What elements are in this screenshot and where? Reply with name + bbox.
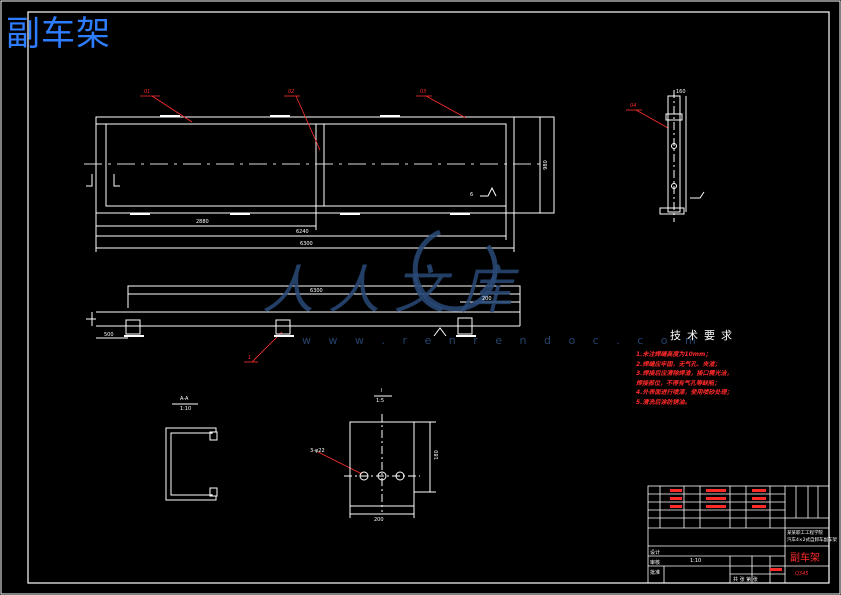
title-block-frame — [647, 485, 830, 584]
plate-h-label: 180 — [433, 450, 440, 460]
title-block-material: Q345 — [795, 571, 809, 577]
channel-lip-bottom — [209, 487, 218, 497]
weld-label: 6 — [470, 192, 474, 198]
bracket — [275, 319, 291, 335]
callout-1: 1 — [248, 355, 252, 361]
inner-border — [27, 11, 830, 584]
side-plate-bottom — [659, 207, 685, 215]
watermark-url: w w w . r e n r e n d o c . c o m — [302, 334, 703, 347]
leader-03 — [425, 95, 467, 119]
view-i-scale: 1:5 — [376, 398, 385, 404]
main-frame-outer — [95, 116, 515, 214]
tech-req-list: 1.未注焊缝高度为10mm； 2.焊缝应牢固，无气孔、夹渣； 3.焊接后应清除焊… — [636, 350, 816, 408]
tech-req-title: 技术要求 — [670, 329, 738, 342]
dim-total-label: 6300 — [300, 241, 313, 247]
title-block-approve: 批准 — [650, 570, 661, 576]
front-weld — [433, 327, 447, 337]
title-block-designer: 设计 — [650, 550, 661, 556]
section-mark-left — [86, 174, 93, 187]
callout-04: 04 — [630, 103, 637, 109]
tech-req-item: 焊接部位，不得有气孔等缺陷； — [636, 379, 721, 387]
dim-bottom-start-label: 500 — [104, 332, 114, 338]
bracket — [457, 317, 473, 335]
top-view — [84, 115, 555, 252]
plate-w-label: 200 — [374, 517, 384, 523]
leader-02 — [295, 95, 321, 151]
title-block-checker: 审核 — [650, 560, 661, 566]
title-block-part-name: 副车架 — [790, 553, 820, 564]
view-i-label: I — [381, 388, 383, 394]
title-block-sheet: 共 张 第 张 — [733, 577, 758, 583]
front-top-edge — [127, 285, 521, 326]
callout-01: 01 — [144, 89, 151, 95]
leader-01 — [151, 95, 193, 123]
leader-holes — [317, 451, 363, 475]
section-mark-right — [113, 174, 120, 187]
watermark-text: 人人文库 — [262, 261, 527, 321]
side-view — [659, 90, 705, 222]
front-view — [86, 285, 521, 339]
tech-req-item: 2.焊缝应牢固，无气孔、夹渣； — [636, 360, 721, 368]
title-block-scale: 1:10 — [690, 558, 702, 564]
leader-lines — [140, 95, 669, 475]
callout-03: 03 — [420, 89, 427, 95]
bolt-hole — [359, 471, 369, 481]
dim-width-label: 980 — [542, 160, 549, 170]
dim-inner-label: 6240 — [296, 229, 309, 235]
main-frame-inner — [105, 123, 507, 207]
tech-req-item: 1.未注焊缝高度为10mm； — [636, 351, 712, 358]
weld-symbol — [480, 186, 497, 197]
title-block-red-cells — [670, 489, 782, 571]
section-aa-label: A-A — [180, 396, 189, 402]
bolt-hole — [395, 471, 405, 481]
tech-req-item: 3.焊接后应清除焊渣，接口需光洁， — [636, 370, 733, 378]
side-weld — [690, 191, 705, 199]
section-aa-view — [165, 403, 218, 501]
drawing-title: 副车架 — [6, 14, 111, 54]
dim-bottom-label: 6300 — [310, 288, 323, 294]
side-dim-label: 160 — [676, 89, 686, 95]
channel-outer — [165, 427, 217, 501]
channel-lip-top — [209, 431, 218, 441]
title-block — [647, 485, 830, 584]
section-aa-scale: 1:10 — [180, 406, 192, 412]
title-block-project: 汽车4×2式自卸车副车架 — [787, 538, 837, 543]
watermark-logo — [412, 229, 498, 312]
channel-inner — [170, 432, 213, 496]
side-hole — [671, 143, 677, 149]
tech-req-item: 5.清洗后涂防锈油。 — [636, 398, 691, 406]
watermark-ring — [412, 229, 498, 312]
title-block-company: 某某职工工程学院 — [787, 531, 823, 536]
view-i — [344, 395, 436, 518]
dim-sub-label: 2880 — [196, 219, 209, 225]
dim-bottom-end-label: 200 — [482, 296, 492, 302]
bolt-hole — [377, 471, 387, 481]
tech-req-item: 4.外表面进行喷漆，使用喷砂处理； — [636, 389, 733, 397]
extension-line — [514, 116, 555, 214]
callout-02: 02 — [288, 89, 295, 95]
bracket — [125, 319, 141, 335]
holes-label: 3-φ22 — [310, 448, 325, 454]
side-hole — [671, 183, 677, 189]
leader-04 — [635, 109, 669, 129]
